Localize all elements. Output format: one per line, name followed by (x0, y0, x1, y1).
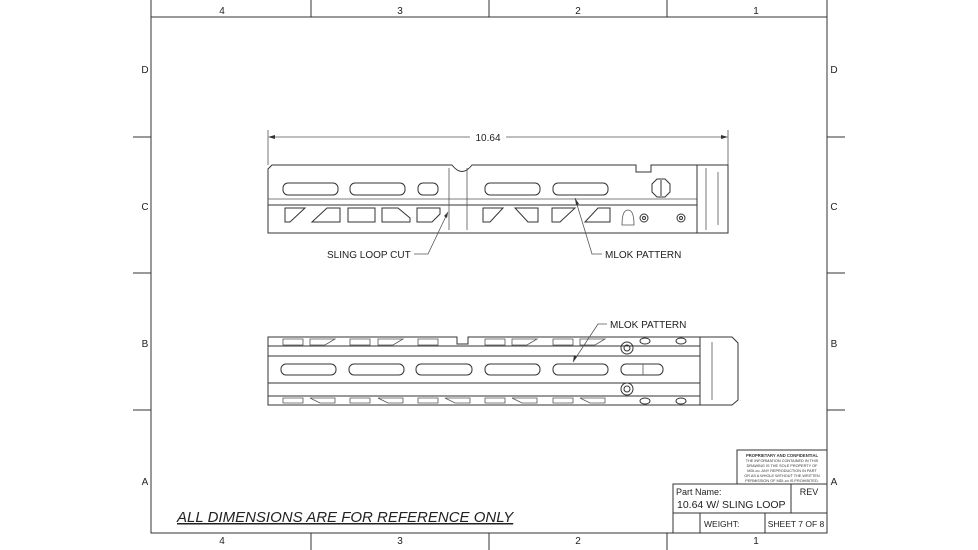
proprietary-line: MDI-co. ANY REPRODUCTION IN PART (747, 469, 817, 473)
zone-row-left: D (141, 65, 148, 76)
zone-col-bottom: 2 (575, 536, 581, 547)
part-name-value: 10.64 W/ SLING LOOP (677, 499, 786, 511)
drawing-frame (133, 0, 845, 550)
length-dimension: 10.64 (267, 130, 729, 165)
zone-row-left: B (142, 339, 149, 350)
zone-row-right: D (830, 65, 837, 76)
sheet-number: SHEET 7 OF 8 (768, 519, 825, 529)
title-block: PROPRIETARY AND CONFIDENTIAL THE INFORMA… (672, 449, 828, 534)
mlok-pattern-label-top: MLOK PATTERN (605, 250, 681, 261)
zone-col-bottom: 3 (397, 536, 403, 547)
mlok-pattern-label-bottom: MLOK PATTERN (610, 320, 686, 331)
bottom-callout: MLOK PATTERN (572, 320, 686, 363)
proprietary-line: PERMISSION OF MDI-co IS PROHIBITED. (745, 479, 818, 483)
zone-col-top: 2 (575, 6, 581, 17)
proprietary-line: OR AS A WHOLE WITHOUT THE WRITTEN (744, 474, 820, 478)
zone-row-left: C (141, 202, 148, 213)
sling-loop-cut-label: SLING LOOP CUT (327, 250, 411, 261)
reference-note: ALL DIMENSIONS ARE FOR REFERENCE ONLY (176, 509, 514, 526)
handguard-bottom-view (267, 336, 739, 406)
zone-col-bottom: 4 (219, 536, 225, 547)
zone-col-bottom: 1 (753, 536, 759, 547)
proprietary-line: THE INFORMATION CONTAINED IN THIS (746, 459, 819, 463)
zone-col-top: 1 (753, 6, 759, 17)
weight-label: WEIGHT: (704, 519, 739, 529)
handguard-side-view (267, 164, 729, 234)
bottom-mlok-cutouts (282, 338, 607, 404)
zone-row-right: C (830, 202, 837, 213)
top-callouts: SLING LOOP CUT MLOK PATTERN (327, 197, 681, 261)
hex-bolt-icon (651, 178, 671, 198)
zone-labels: 4 3 2 1 4 3 2 1 D C B A D C B A (141, 6, 837, 547)
rev-label: REV (800, 487, 819, 497)
dimension-value: 10.64 (475, 133, 500, 144)
zone-col-top: 3 (397, 6, 403, 17)
zone-row-right: B (831, 339, 838, 350)
zone-row-left: A (142, 477, 149, 488)
part-name-label: Part Name: (676, 487, 722, 497)
proprietary-title: PROPRIETARY AND CONFIDENTIAL (746, 453, 819, 458)
zone-row-right: A (831, 477, 838, 488)
zone-col-top: 4 (219, 6, 225, 17)
proprietary-line: DRAWING IS THE SOLE PROPERTY OF (747, 464, 818, 468)
